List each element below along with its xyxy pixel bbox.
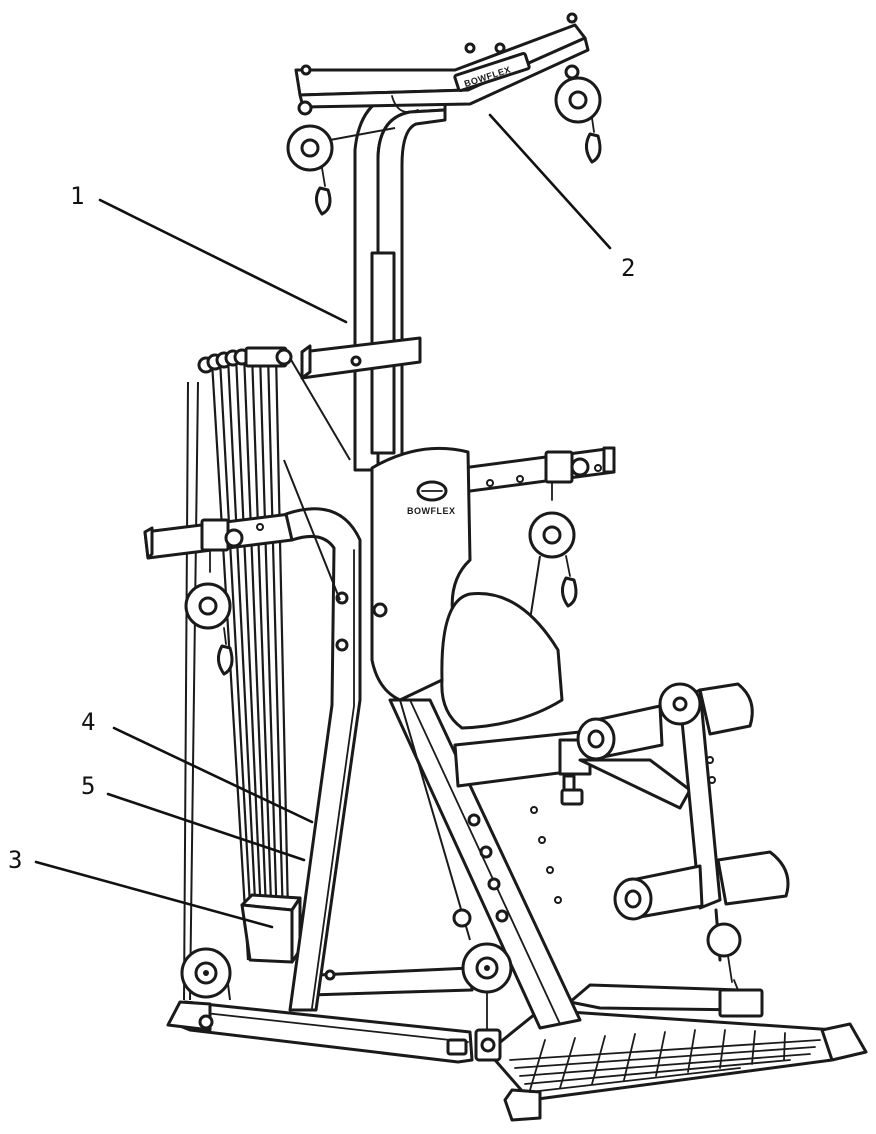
power-rods <box>197 346 293 961</box>
callout-3: 3 <box>8 846 22 874</box>
left-cable-system <box>183 381 231 1030</box>
callout-leaders <box>34 113 612 929</box>
upper-left-bar <box>300 336 422 380</box>
leader-3 <box>34 860 274 929</box>
callout-4: 4 <box>81 708 95 736</box>
front-lower-pulley <box>446 942 513 1062</box>
right-mid-pulley <box>528 481 578 621</box>
top-right-pulley <box>554 64 602 164</box>
front-lower-cable <box>399 699 472 941</box>
top-left-pulley <box>286 100 396 216</box>
seat-frame-arch <box>284 507 362 1012</box>
callout-1: 1 <box>70 182 84 210</box>
upper-leg-pads <box>576 682 754 761</box>
leader-2 <box>488 113 612 250</box>
leader-1 <box>98 198 348 324</box>
rod-cables <box>283 357 351 601</box>
leg-extension-upright <box>658 682 742 983</box>
main-upright <box>353 90 447 472</box>
seat-pad <box>440 591 564 730</box>
backrest-brand-label: BOWFLEX <box>407 506 456 516</box>
foot-platform-grid <box>509 1029 821 1093</box>
leader-4 <box>112 726 314 824</box>
front-right-hook-block <box>718 979 764 1018</box>
top-crossbar: BOWFLEX <box>294 12 590 114</box>
left-mid-pulley <box>184 551 234 676</box>
left-chest-bar <box>143 512 294 560</box>
leader-5 <box>106 792 306 862</box>
lower-left-pulley <box>180 947 232 999</box>
callout-5: 5 <box>81 772 95 800</box>
callout-2: 2 <box>621 254 635 282</box>
lower-leg-pads <box>613 850 790 921</box>
base-frame <box>166 966 868 1122</box>
rod-box <box>240 893 302 964</box>
